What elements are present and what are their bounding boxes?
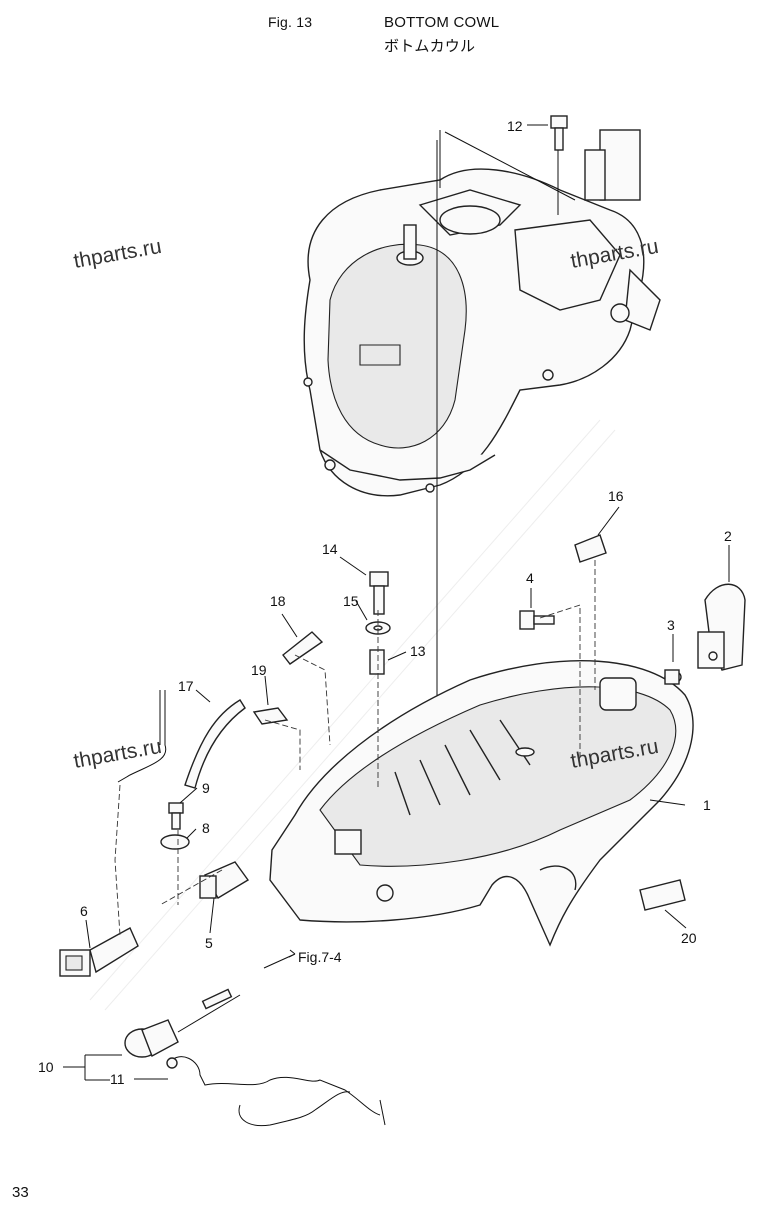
hose-part-17 [184, 699, 246, 789]
callout-17: 17 [178, 678, 194, 694]
reference-fig-7-4: Fig.7-4 [298, 949, 342, 965]
wire-lead [117, 690, 167, 783]
stop-switch-part-10 [124, 988, 241, 1058]
grommet-part-5 [199, 861, 250, 899]
callout-15: 15 [343, 593, 359, 609]
collar-part-3 [664, 669, 682, 685]
callout-19: 19 [251, 662, 267, 678]
assembly-dashed-lines [114, 560, 596, 936]
label-part-18 [282, 631, 324, 665]
collar-part-13 [369, 649, 385, 675]
watermark-1: thparts.ru [72, 235, 163, 273]
callout-12: 12 [507, 118, 523, 134]
leader-lines [63, 124, 730, 1081]
callout-20: 20 [681, 930, 697, 946]
label-part-16 [574, 534, 607, 563]
callout-10: 10 [38, 1059, 54, 1075]
callout-4: 4 [526, 570, 534, 586]
switch-part-6 [59, 927, 139, 977]
callout-3: 3 [667, 617, 675, 633]
callout-1: 1 [703, 797, 711, 813]
engine-powerhead-illustration [303, 129, 661, 497]
callout-5: 5 [205, 935, 213, 951]
callout-11: 11 [110, 1071, 125, 1087]
callout-16: 16 [608, 488, 624, 504]
label-part-20 [639, 879, 686, 911]
callout-2: 2 [724, 528, 732, 544]
bottom-cowl-part-1 [269, 660, 694, 947]
callout-9: 9 [202, 780, 210, 796]
bolt-part-9 [168, 802, 184, 830]
callout-6: 6 [80, 903, 88, 919]
callout-13: 13 [410, 643, 426, 659]
bolt-part-14 [369, 571, 389, 615]
bolt-12 [550, 115, 568, 151]
callout-18: 18 [270, 593, 286, 609]
callout-8: 8 [202, 820, 210, 836]
page-number: 33 [12, 1184, 29, 1201]
lanyard-part-11 [166, 1056, 386, 1127]
figure-title-japanese: ボトムカウル [384, 37, 476, 55]
figure-title-english: BOTTOM COWL [384, 14, 500, 31]
bolt-part-4 [519, 610, 555, 630]
lever-part-2 [697, 583, 746, 671]
washer-part-8 [160, 834, 190, 850]
watermark-3: thparts.ru [72, 735, 163, 773]
callout-14: 14 [322, 541, 338, 557]
figure-number: Fig. 13 [268, 14, 313, 30]
label-part-19 [252, 707, 289, 725]
background-diagonal-watermark [89, 419, 616, 1011]
